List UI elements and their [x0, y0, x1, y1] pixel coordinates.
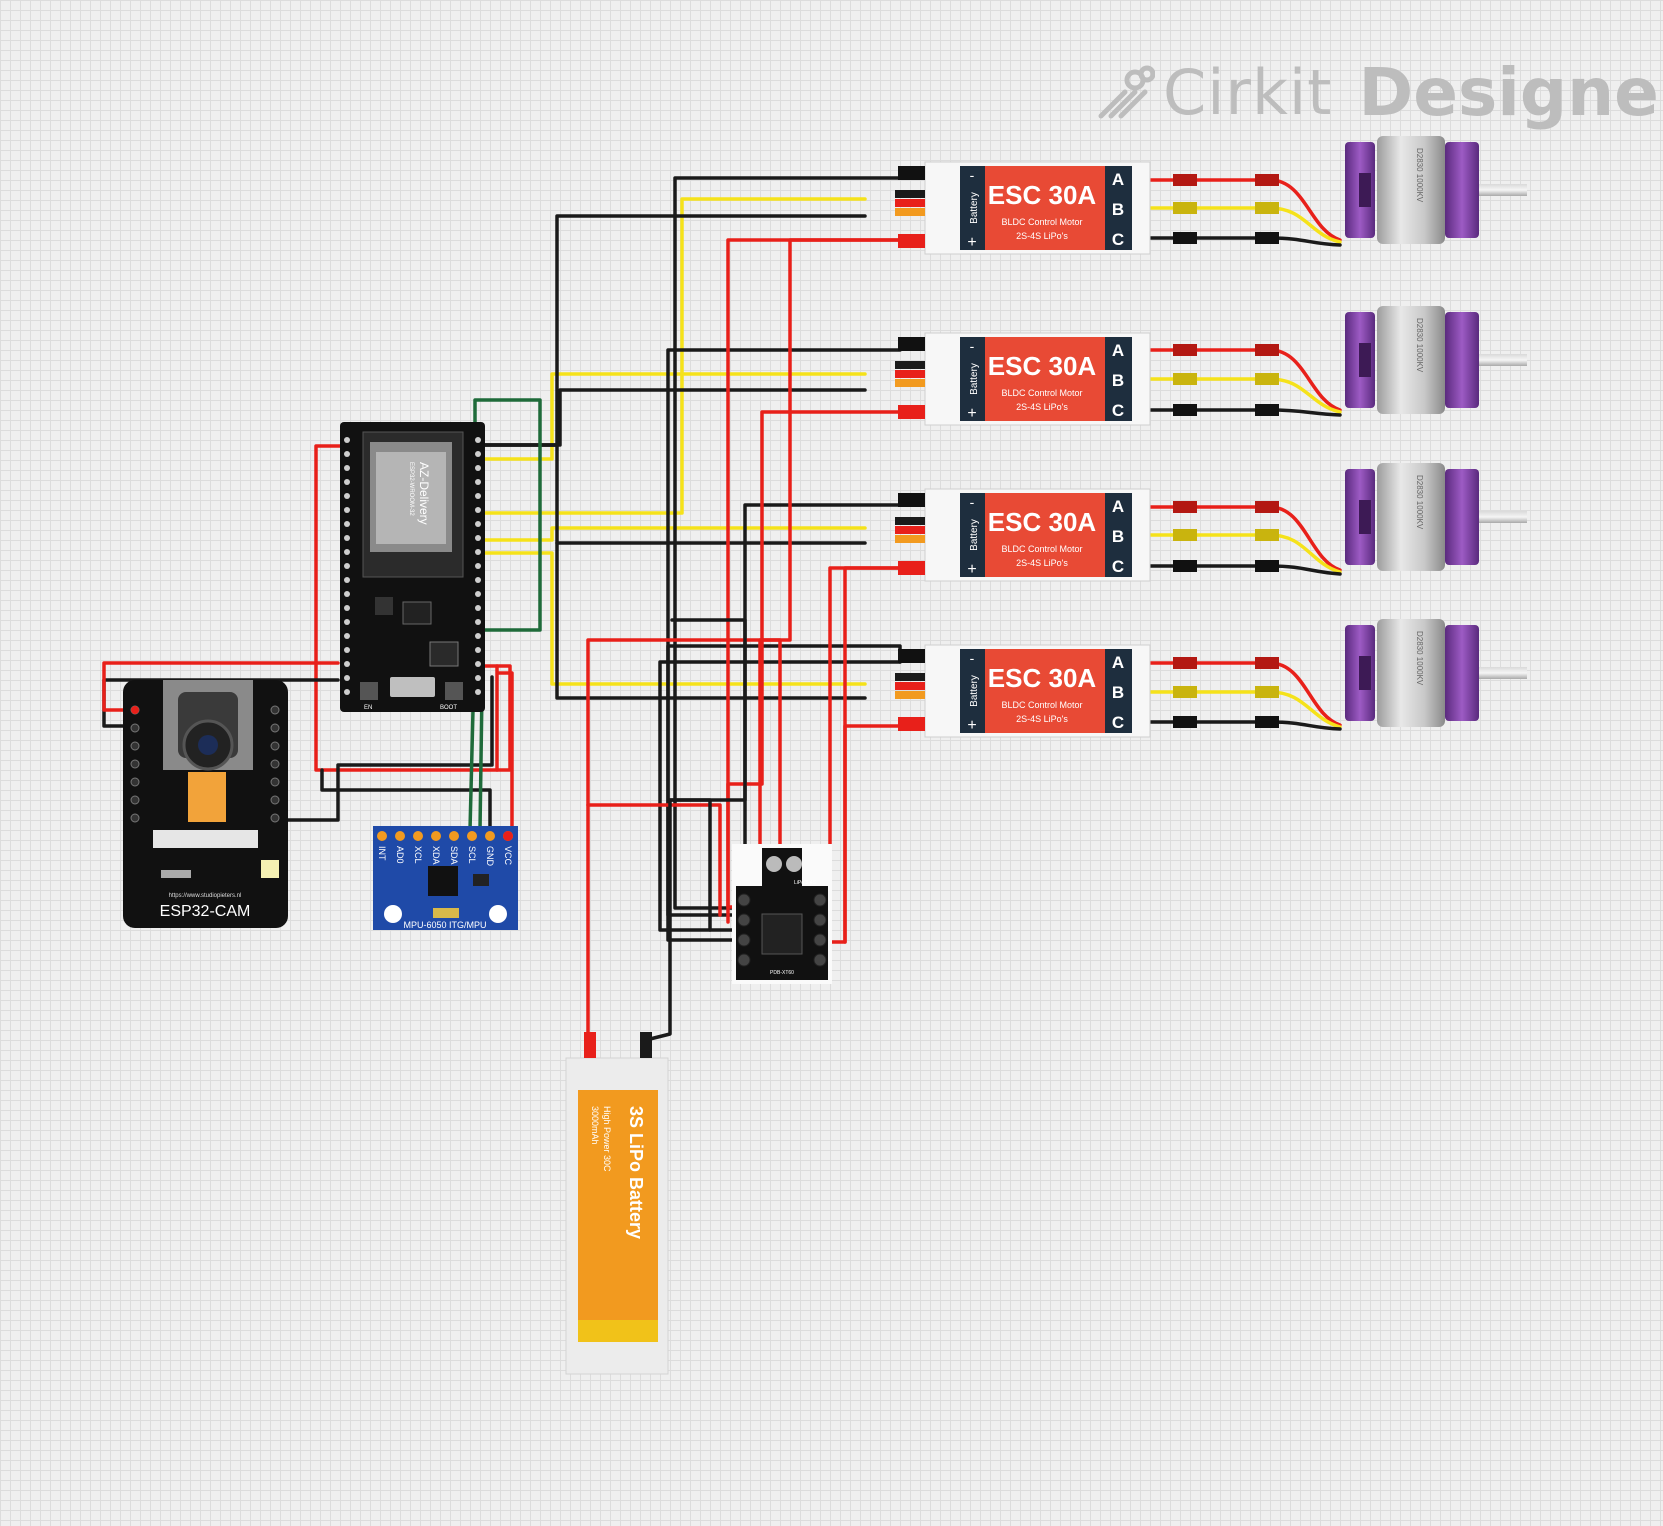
- esc-subtitle: BLDC Control Motor: [1001, 544, 1082, 554]
- esc-battery-label: Battery: [969, 519, 980, 551]
- esc-phase-a: A: [1112, 341, 1124, 360]
- esc-title: ESC 30A: [988, 351, 1097, 381]
- esc-note: 2S-4S LiPo's: [1016, 402, 1068, 412]
- mpu-pin-vcc: VCC: [503, 846, 513, 866]
- mpu-pin-gnd: GND: [485, 846, 495, 867]
- battery-subtitle: High Power 30C: [602, 1106, 612, 1172]
- esc-plus-label: +: [967, 405, 976, 422]
- esc-1[interactable]: - + Battery ESC 30A BLDC Control Motor 2…: [895, 161, 1151, 255]
- esc-phase-c: C: [1112, 713, 1124, 732]
- brand-name-bold: Designer: [1358, 53, 1663, 131]
- esp32-cam[interactable]: https://www.studiopieters.nl ESP32-CAM: [123, 680, 288, 928]
- brand-name-light: Cirkit: [1163, 55, 1333, 129]
- esp32-boot-label: BOOT: [440, 705, 457, 711]
- motor-3[interactable]: D2830 1000KV: [1345, 463, 1527, 571]
- battery-wires: [586, 618, 782, 1042]
- esc-battery-positive-wires: [726, 238, 902, 944]
- pdb-top-label: LiPo 3-4S: [794, 880, 817, 886]
- cirkit-logo-icon: [1098, 65, 1155, 119]
- esc-phase-a: A: [1112, 170, 1124, 189]
- esc-phase-b: B: [1112, 371, 1124, 390]
- esc-4[interactable]: - + Battery ESC 30A BLDC Control Motor 2…: [895, 644, 1151, 738]
- mpu-pin-ad0: AD0: [395, 846, 405, 864]
- motor-label: D2830 1000KV: [1415, 318, 1424, 373]
- esp32-cam-label: ESP32-CAM: [160, 903, 251, 920]
- esc-note: 2S-4S LiPo's: [1016, 231, 1068, 241]
- esc-phase-c: C: [1112, 230, 1124, 249]
- power-distribution-board[interactable]: LiPo 3-4S PDB-XT60: [732, 844, 832, 984]
- esc-title: ESC 30A: [988, 180, 1097, 210]
- esc-minus-label: -: [970, 494, 975, 510]
- esc-battery-label: Battery: [969, 363, 980, 395]
- esc-plus-label: +: [967, 234, 976, 251]
- motor-phase-wires: [1148, 178, 1342, 731]
- wires: [102, 174, 1342, 1042]
- esc-phase-a: A: [1112, 653, 1124, 672]
- esc-note: 2S-4S LiPo's: [1016, 558, 1068, 568]
- mpu-pin-scl: SCL: [467, 846, 477, 864]
- esp32-en-label: EN: [364, 705, 372, 711]
- mpu-pin-int: INT: [377, 846, 387, 861]
- esc-phase-b: B: [1112, 683, 1124, 702]
- phase-connectors: [1173, 174, 1279, 728]
- esc-title: ESC 30A: [988, 663, 1097, 693]
- esc-title: ESC 30A: [988, 507, 1097, 537]
- motor-2[interactable]: D2830 1000KV: [1345, 306, 1527, 414]
- esc-phase-c: C: [1112, 557, 1124, 576]
- esc-battery-label: Battery: [969, 192, 980, 224]
- brand-logo: Cirkit Designer: [1095, 52, 1663, 132]
- esp32-brand-label: AZ-Delivery: [417, 462, 431, 525]
- esc-note: 2S-4S LiPo's: [1016, 714, 1068, 724]
- motor-label: D2830 1000KV: [1415, 148, 1424, 203]
- mpu-pin-sda: SDA: [449, 846, 459, 865]
- esc-subtitle: BLDC Control Motor: [1001, 700, 1082, 710]
- esc-phase-c: C: [1112, 401, 1124, 420]
- esc-phase-a: A: [1112, 497, 1124, 516]
- motor-4[interactable]: D2830 1000KV: [1345, 619, 1527, 727]
- mpu-pin-xcl: XCL: [413, 846, 423, 864]
- esp32-devkit[interactable]: AZ-Delivery ESP32-WROOM-32 EN BOOT: [340, 422, 485, 712]
- esc-plus-label: +: [967, 717, 976, 734]
- signal-wires: [481, 197, 867, 686]
- mpu-pin-xda: XDA: [431, 846, 441, 865]
- esc-3[interactable]: - + Battery ESC 30A BLDC Control Motor 2…: [895, 488, 1151, 582]
- pdb-bottom-label: PDB-XT60: [770, 970, 794, 976]
- lipo-battery[interactable]: 3S LiPo Battery High Power 30C 3000mAh: [565, 1032, 669, 1375]
- esp32-cam-url: https://www.studiopieters.nl: [169, 893, 242, 899]
- battery-capacity: 3000mAh: [590, 1106, 600, 1145]
- esc-2[interactable]: - + Battery ESC 30A BLDC Control Motor 2…: [895, 332, 1151, 426]
- battery-title: 3S LiPo Battery: [626, 1106, 646, 1239]
- mpu-label: MPU-6050 ITG/MPU: [403, 920, 486, 930]
- esc-subtitle: BLDC Control Motor: [1001, 217, 1082, 227]
- esc-subtitle: BLDC Control Motor: [1001, 388, 1082, 398]
- esc-phase-b: B: [1112, 527, 1124, 546]
- motor-label: D2830 1000KV: [1415, 631, 1424, 686]
- esc-phase-b: B: [1112, 200, 1124, 219]
- motor-label: D2830 1000KV: [1415, 475, 1424, 530]
- esc-battery-label: Battery: [969, 675, 980, 707]
- mpu6050[interactable]: INT AD0 XCL XDA SDA SCL GND VCC MPU-6050…: [373, 826, 518, 930]
- esc-minus-label: -: [970, 167, 975, 183]
- esp32-module-label: ESP32-WROOM-32: [408, 462, 414, 516]
- motor-1[interactable]: D2830 1000KV: [1345, 136, 1527, 244]
- esc-minus-label: -: [970, 650, 975, 666]
- esc-plus-label: +: [967, 561, 976, 578]
- esc-minus-label: -: [970, 338, 975, 354]
